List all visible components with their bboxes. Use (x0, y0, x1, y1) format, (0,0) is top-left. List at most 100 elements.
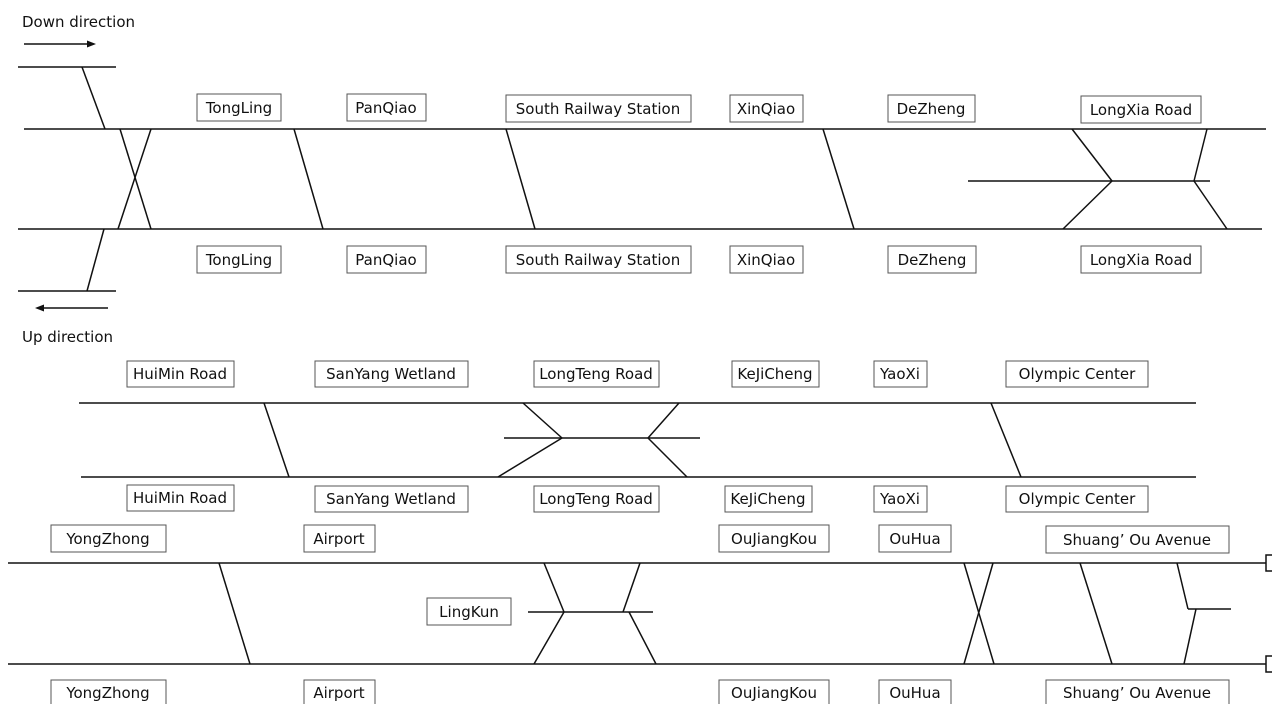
station-label: OuJiangKou (718, 524, 830, 553)
buffer-stop-top-icon (1265, 554, 1272, 572)
svg-text:TongLing: TongLing (205, 99, 272, 117)
scissors-crossover-b (963, 562, 994, 665)
svg-text:LongTeng Road: LongTeng Road (539, 490, 653, 508)
siding-tail-link-2 (1183, 608, 1197, 665)
svg-text:LongXia Road: LongXia Road (1090, 251, 1192, 269)
station-label: Shuang’ Ou Avenue (1045, 525, 1230, 554)
svg-text:XinQiao: XinQiao (737, 100, 795, 118)
svg-text:YaoXi: YaoXi (879, 490, 920, 508)
station-label: TongLing (196, 245, 282, 274)
svg-text:KeJiCheng: KeJiCheng (730, 490, 805, 508)
station-label: PanQiao (346, 93, 427, 122)
station-label: LingKun (426, 597, 512, 626)
station-label: LongTeng Road (533, 360, 660, 388)
station-label: Olympic Center (1005, 360, 1149, 388)
station-label: XinQiao (729, 245, 804, 274)
down-direction-arrow-icon (24, 40, 96, 48)
svg-text:Airport: Airport (313, 530, 364, 548)
crossover-dezheng (822, 128, 855, 230)
station-label: SanYang Wetland (314, 485, 469, 513)
section-1-tracks (18, 66, 1266, 292)
crossover-south-railway (505, 128, 536, 230)
siding-longxia-link-4 (1193, 180, 1228, 230)
siding-lingkun-link-3 (622, 562, 641, 613)
svg-text:Olympic Center: Olympic Center (1019, 490, 1136, 508)
svg-text:Shuang’ Ou Avenue: Shuang’ Ou Avenue (1063, 531, 1211, 549)
svg-text:HuiMin Road: HuiMin Road (133, 365, 227, 383)
station-label: LongXia Road (1080, 245, 1202, 274)
svg-text:DeZheng: DeZheng (898, 251, 967, 269)
svg-text:KeJiCheng: KeJiCheng (737, 365, 812, 383)
scissors-crossover-b (117, 128, 152, 230)
siding-longteng-link-3 (647, 402, 680, 439)
svg-text:YongZhong: YongZhong (65, 684, 149, 702)
svg-text:TongLing: TongLing (205, 251, 272, 269)
svg-text:YongZhong: YongZhong (65, 530, 149, 548)
svg-text:HuiMin Road: HuiMin Road (133, 489, 227, 507)
station-label: YongZhong (50, 524, 167, 553)
station-label: TongLing (196, 93, 282, 122)
crossover-olympic (990, 402, 1022, 478)
station-label: DeZheng (887, 94, 976, 123)
section-3-tracks (8, 554, 1272, 673)
svg-text:OuHua: OuHua (889, 530, 940, 548)
siding-longxia-link-1 (1071, 128, 1113, 182)
station-label: SanYang Wetland (314, 360, 469, 388)
siding-top-connector (81, 66, 106, 130)
svg-text:XinQiao: XinQiao (737, 251, 795, 269)
siding-bottom-connector (86, 228, 105, 292)
svg-text:LongTeng Road: LongTeng Road (539, 365, 653, 383)
station-label: LongXia Road (1080, 95, 1202, 124)
station-label: South Railway Station (505, 245, 692, 274)
crossover-airport (218, 562, 251, 665)
svg-text:PanQiao: PanQiao (355, 99, 416, 117)
svg-text:Olympic Center: Olympic Center (1019, 365, 1136, 383)
station-label: KeJiCheng (724, 485, 813, 513)
svg-text:South Railway Station: South Railway Station (516, 251, 680, 269)
station-label: KeJiCheng (731, 360, 820, 388)
station-label: YaoXi (873, 360, 928, 388)
svg-text:LingKun: LingKun (439, 603, 499, 621)
siding-longxia-link-3 (1193, 128, 1208, 182)
station-label: Shuang’ Ou Avenue (1045, 679, 1230, 704)
station-label: Airport (303, 679, 376, 704)
svg-text:OuJiangKou: OuJiangKou (731, 530, 817, 548)
siding-longteng-link-1 (522, 402, 563, 439)
svg-text:SanYang Wetland: SanYang Wetland (326, 490, 456, 508)
svg-text:LongXia Road: LongXia Road (1090, 101, 1192, 119)
station-label: YongZhong (50, 679, 167, 704)
station-label: LongTeng Road (533, 485, 660, 513)
scissors-crossover-a (119, 128, 152, 230)
station-label: DeZheng (887, 245, 977, 274)
station-label: Olympic Center (1005, 485, 1149, 513)
station-label: OuHua (878, 524, 952, 553)
up-direction-label: Up direction (22, 328, 113, 346)
svg-text:PanQiao: PanQiao (355, 251, 416, 269)
crossover-sanyang (263, 402, 290, 478)
siding-lingkun-link-4 (628, 611, 657, 665)
svg-text:Airport: Airport (313, 684, 364, 702)
station-label: South Railway Station (505, 94, 692, 123)
up-direction-arrow-icon (35, 304, 108, 312)
section-2-tracks (79, 402, 1196, 478)
svg-text:Shuang’ Ou Avenue: Shuang’ Ou Avenue (1063, 684, 1211, 702)
siding-longxia-link-2 (1062, 180, 1113, 230)
siding-lingkun-link-1 (543, 562, 565, 613)
station-label: OuJiangKou (718, 679, 830, 704)
station-label: PanQiao (346, 245, 427, 274)
station-label: Airport (303, 524, 376, 553)
svg-text:SanYang Wetland: SanYang Wetland (326, 365, 456, 383)
svg-text:South Railway Station: South Railway Station (516, 100, 680, 118)
station-label: HuiMin Road (126, 360, 235, 388)
svg-text:YaoXi: YaoXi (879, 365, 920, 383)
crossover-panqiao (293, 128, 324, 230)
crossover-shuangou (1079, 562, 1113, 665)
station-label: OuHua (878, 679, 952, 704)
station-label: HuiMin Road (126, 484, 235, 512)
siding-longteng-link-2 (497, 437, 563, 478)
svg-text:OuJiangKou: OuJiangKou (731, 684, 817, 702)
svg-text:OuHua: OuHua (889, 684, 940, 702)
buffer-stop-bottom-icon (1265, 655, 1272, 673)
siding-longteng-link-4 (647, 437, 688, 478)
